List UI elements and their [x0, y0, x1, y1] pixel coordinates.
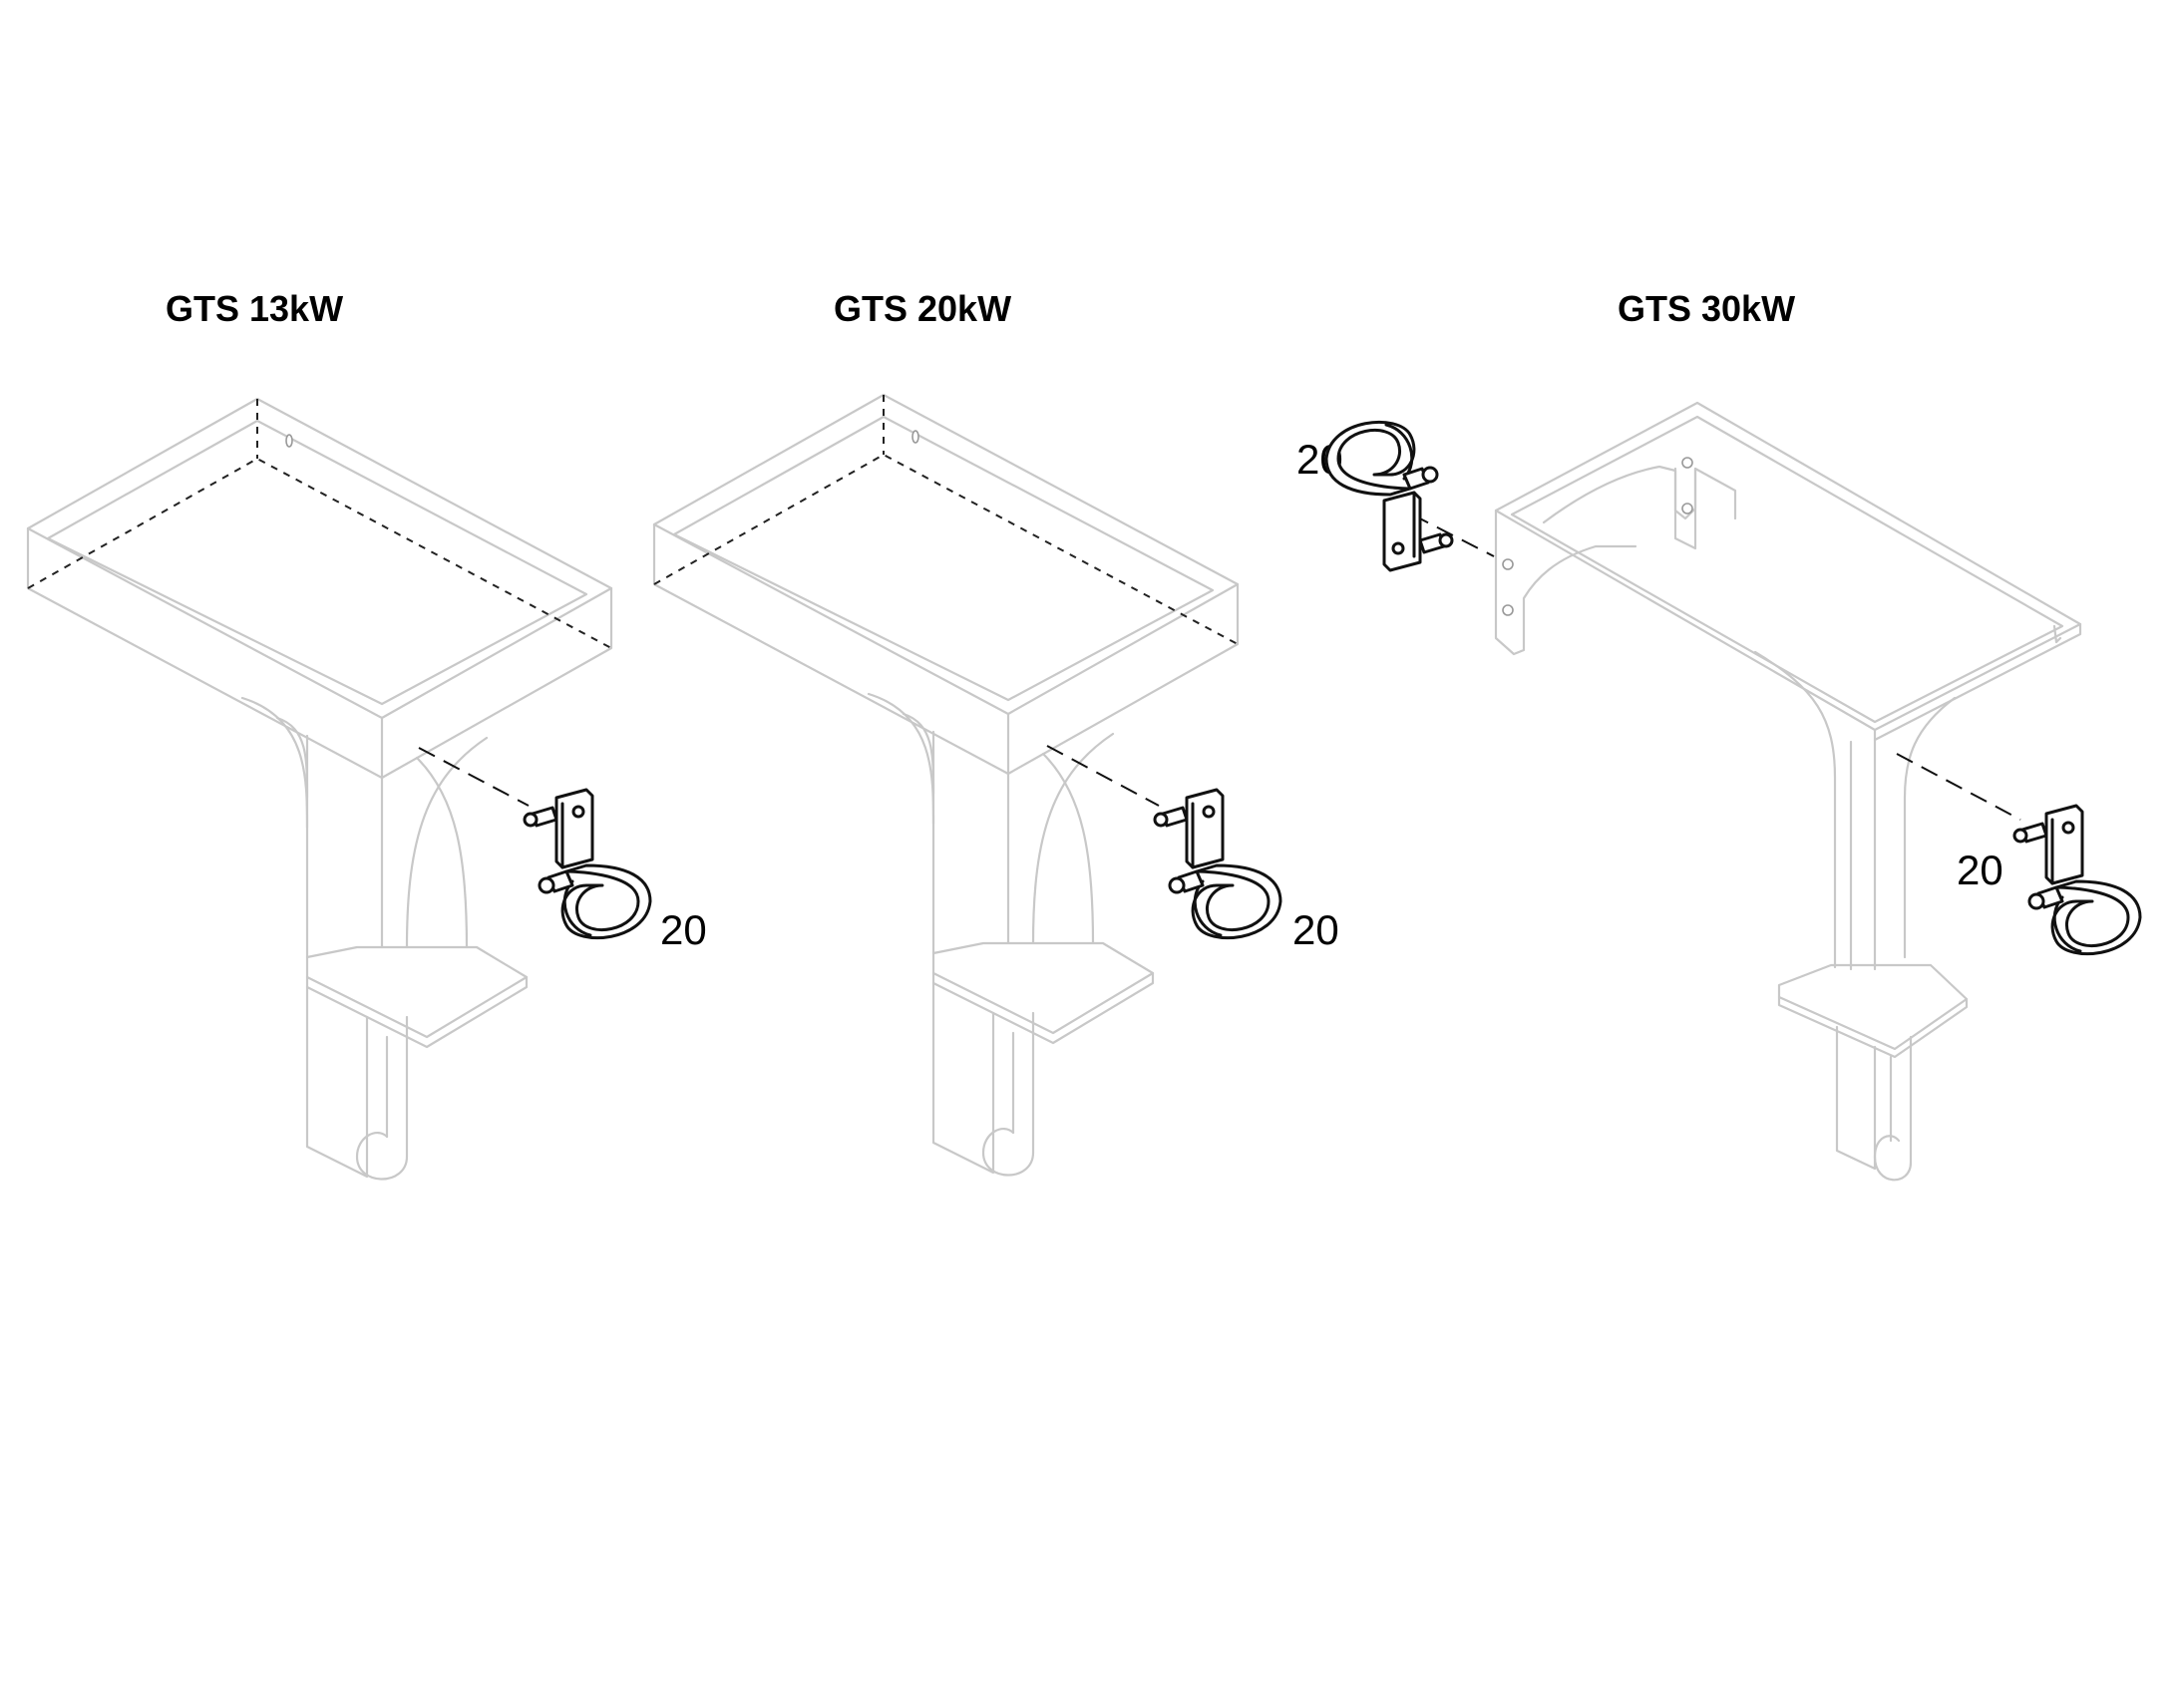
- clamp-30kw-top: [1324, 420, 1454, 572]
- callout-20kw: 20: [1292, 906, 1339, 953]
- clamp-13kw: [523, 788, 652, 940]
- callout-30kw-side: 20: [1957, 847, 2003, 893]
- leader-30kw-side: [1896, 753, 2021, 821]
- leader-13kw: [418, 747, 530, 807]
- clamp-20kw: [1153, 788, 1282, 940]
- title-gts-20kw: GTS 20kW: [834, 288, 1012, 329]
- frame-30kw: [1494, 401, 2082, 1182]
- leader-30kw-top: [1411, 513, 1495, 557]
- title-gts-30kw: GTS 30kW: [1618, 288, 1796, 329]
- frame-20kw: [652, 393, 1240, 1177]
- frame-13kw: [26, 397, 613, 1181]
- leader-20kw: [1046, 745, 1160, 807]
- title-gts-13kw: GTS 13kW: [166, 288, 344, 329]
- callout-13kw: 20: [660, 906, 707, 953]
- clamp-30kw-side: [2012, 804, 2142, 956]
